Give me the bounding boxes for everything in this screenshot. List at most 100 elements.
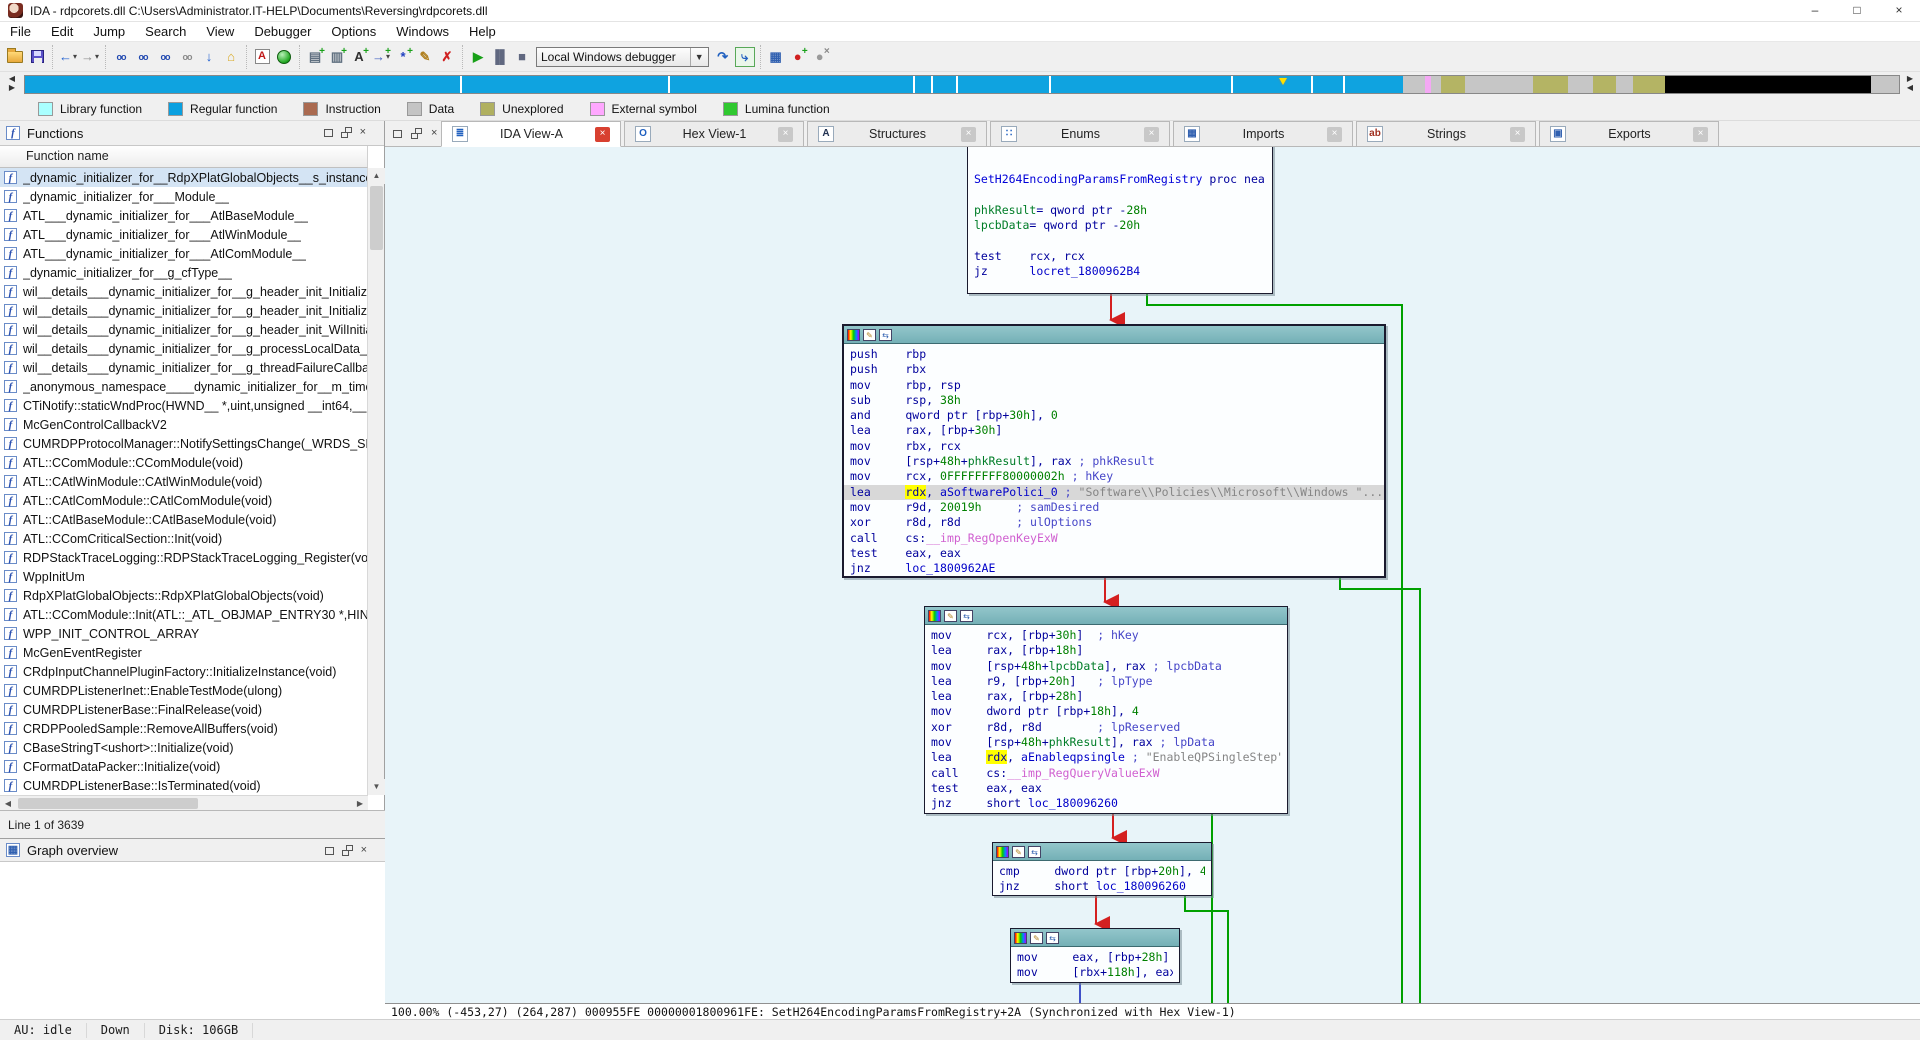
block-header[interactable]: ✎⇆	[844, 326, 1384, 344]
analysis-indicator-icon[interactable]	[274, 47, 294, 67]
disasm-line[interactable]: mov rcx, 0FFFFFFFF80000002h ; hKey	[850, 469, 1114, 484]
close-panel-icon[interactable]: ×	[360, 844, 367, 856]
menu-edit[interactable]: Edit	[50, 24, 74, 39]
block-header[interactable]: ✎⇆	[993, 843, 1211, 861]
edit-icon[interactable]: ✎	[419, 48, 431, 64]
navigation-band[interactable]	[24, 75, 1900, 94]
disasm-line[interactable]: xor r8d, r8d ; lpReserved	[931, 719, 1181, 734]
disasm-line[interactable]: call cs:__imp_RegQueryValueExW	[931, 765, 1160, 780]
disasm-line[interactable]: mov [rsp+48h+phkResult], rax ; lpData	[931, 735, 1215, 750]
menu-options[interactable]: Options	[331, 24, 377, 39]
node-group-icon[interactable]: ⇆	[1046, 931, 1059, 944]
tab-close-icon[interactable]: ×	[1327, 126, 1342, 142]
node-color-icon[interactable]	[847, 328, 860, 341]
jump-down-icon[interactable]: ↓	[205, 49, 213, 64]
disasm-line[interactable]: phkResult= qword ptr -28h	[974, 202, 1148, 217]
disasm-line[interactable]: lea rax, [rbp+30h]	[850, 423, 1003, 438]
tab-exports[interactable]: ▣Exports×	[1539, 121, 1719, 146]
block-header[interactable]: ✎⇆	[925, 607, 1287, 625]
menu-windows[interactable]: Windows	[396, 24, 449, 39]
navband-left-arrows[interactable]: ◀▶	[8, 74, 16, 92]
float-icon[interactable]	[341, 845, 353, 856]
node-edit-icon[interactable]: ✎	[863, 328, 876, 341]
disasm-line[interactable]: lea rax, [rbp+28h]	[931, 689, 1084, 704]
menu-jump[interactable]: Jump	[93, 24, 126, 39]
menu-search[interactable]: Search	[145, 24, 187, 39]
disasm-line[interactable]: lpcbData= qword ptr -20h	[974, 218, 1141, 233]
step-over-icon[interactable]: ↷	[717, 48, 729, 64]
basic-block[interactable]: SetH264EncodingParamsFromRegistry proc n…	[967, 147, 1273, 294]
disasm-line[interactable]: lea rdx, aEnableqpsingle ; "EnableQPSing…	[931, 750, 1281, 765]
lumina-icon[interactable]: ⌂	[227, 49, 235, 64]
tab-enums[interactable]: ∷Enums×	[990, 121, 1170, 146]
back-icon[interactable]: ←▾	[58, 49, 77, 64]
navband-right-arrows[interactable]: ▶◀	[1906, 74, 1914, 92]
disasm-line[interactable]: mov [rsp+48h+lpcbData], rax ; lpcbData	[931, 658, 1222, 673]
tab-ida-view-a[interactable]: ≣IDA View-A×	[441, 121, 621, 147]
node-edit-icon[interactable]: ✎	[1030, 931, 1043, 944]
functions-horizontal-scrollbar[interactable]: ◀ ▶	[0, 795, 368, 810]
block-header[interactable]: ✎⇆	[1011, 929, 1179, 947]
dock-icon[interactable]	[324, 847, 334, 855]
float-icon[interactable]	[411, 128, 422, 139]
disasm-line[interactable]: mov rbx, rcx	[850, 438, 961, 453]
minimize-button[interactable]: –	[1811, 3, 1819, 17]
disasm-line[interactable]: jnz loc_1800962AE	[850, 561, 996, 576]
make-xref-icon[interactable]: →+▾	[371, 45, 391, 65]
tab-close-icon[interactable]: ×	[1693, 126, 1708, 142]
function-row[interactable]: f_dynamic_initializer_for__RdpXPlatGloba…	[0, 168, 368, 187]
disasm-line[interactable]: sub rsp, 38h	[850, 392, 961, 407]
disasm-line[interactable]	[974, 233, 1266, 248]
node-group-icon[interactable]: ⇆	[1028, 845, 1041, 858]
disasm-line[interactable]: xor r8d, r8d ; ulOptions	[850, 515, 1093, 530]
function-name-column-header[interactable]: Function name	[0, 146, 368, 168]
make-code-icon[interactable]: ▤+	[308, 45, 325, 64]
tab-close-icon[interactable]: ×	[1510, 126, 1525, 142]
debug-stop-icon[interactable]: ■	[518, 49, 526, 64]
disasm-line[interactable]: mov [rsp+48h+phkResult], rax ; phkResult	[850, 454, 1155, 469]
float-icon[interactable]	[340, 127, 352, 138]
menu-file[interactable]: File	[10, 24, 31, 39]
save-icon[interactable]	[27, 47, 47, 67]
close-panel-icon[interactable]: ×	[359, 126, 366, 138]
tab-close-icon[interactable]: ×	[778, 126, 793, 142]
disasm-line[interactable]: push rbx	[850, 362, 927, 377]
disasm-line[interactable]: cmp dword ptr [rbp+20h], 4	[999, 864, 1205, 878]
function-row[interactable]: f_dynamic_initializer_for__g_cfType__	[0, 263, 368, 282]
disasm-line[interactable]: mov eax, [rbp+28h]	[1017, 950, 1170, 964]
breakpoint-add-icon[interactable]: ●+	[793, 45, 808, 65]
graph-view-canvas[interactable]: SetH264EncodingParamsFromRegistry proc n…	[385, 147, 1920, 1003]
disasm-line[interactable]: lea r9, [rbp+20h] ; lpType	[931, 673, 1153, 688]
functions-vertical-scrollbar[interactable]: ▲ ▼	[367, 168, 385, 795]
disasm-line[interactable]: test eax, eax	[931, 780, 1042, 795]
close-panel-icon[interactable]: ×	[431, 127, 438, 139]
debug-pause-icon[interactable]: ▐▌	[490, 49, 510, 64]
node-group-icon[interactable]: ⇆	[879, 328, 892, 341]
basic-block[interactable]: ✎⇆mov eax, [rbp+28h]mov [rbx+118h], eax	[1010, 928, 1180, 983]
forward-icon[interactable]: →▾	[80, 49, 99, 64]
chevron-down-icon[interactable]: ▼	[689, 47, 704, 66]
tab-close-icon[interactable]: ×	[961, 126, 976, 142]
step-into-icon[interactable]: ⤷	[734, 46, 755, 67]
dock-icon[interactable]	[393, 130, 402, 138]
node-color-icon[interactable]	[1014, 931, 1027, 944]
